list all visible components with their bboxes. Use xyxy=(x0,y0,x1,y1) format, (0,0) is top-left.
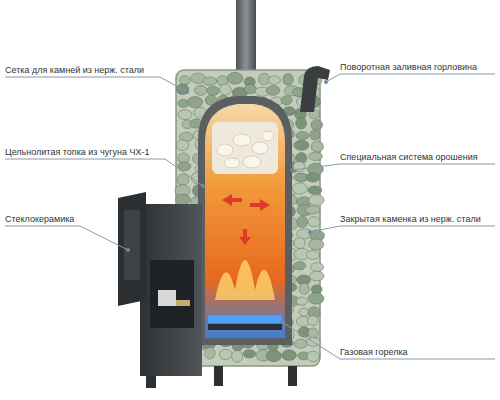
stone xyxy=(296,297,307,305)
stone xyxy=(307,316,318,326)
stone xyxy=(310,130,320,140)
part-label: Закрытая каменка из нерж. стали xyxy=(340,214,481,225)
stone xyxy=(268,76,280,85)
part-label: Цельнолитая топка из чугуна ЧХ-1 xyxy=(5,147,149,158)
glass-ceramic xyxy=(124,210,140,280)
stone xyxy=(305,206,320,214)
part-label: Сетка для камней из нерж. стали xyxy=(5,65,144,76)
inner-chamber xyxy=(212,122,278,174)
stone xyxy=(188,96,203,107)
stone xyxy=(309,195,325,206)
stone xyxy=(232,350,243,362)
stone xyxy=(220,84,232,95)
stone xyxy=(266,350,281,361)
stone xyxy=(294,238,305,249)
stone xyxy=(266,86,280,96)
gas-pipe xyxy=(176,300,190,306)
stone xyxy=(308,328,319,339)
stone xyxy=(219,349,232,359)
stone xyxy=(178,110,192,120)
stone xyxy=(205,347,215,359)
leg xyxy=(288,366,297,386)
stone xyxy=(294,262,306,270)
part-label: Стеклокерамика xyxy=(5,214,74,225)
stone xyxy=(259,73,270,85)
stone xyxy=(308,186,322,194)
burner-flame xyxy=(208,315,282,323)
stone xyxy=(296,131,309,139)
part-label: Специальная система орошения xyxy=(340,152,478,163)
burner xyxy=(208,324,282,330)
stone xyxy=(299,283,309,294)
stone xyxy=(203,77,217,85)
part-label: Газовая горелка xyxy=(340,347,408,358)
heat-arrows xyxy=(222,194,270,245)
flame xyxy=(215,260,275,300)
stone xyxy=(194,85,207,95)
leader-dots xyxy=(126,80,328,324)
stone xyxy=(308,293,324,304)
stone xyxy=(227,72,243,84)
stone xyxy=(306,250,319,259)
stone xyxy=(297,216,308,227)
stone xyxy=(309,152,323,160)
inner-stones xyxy=(217,131,274,168)
firebox-wall xyxy=(198,96,292,345)
gas-valve xyxy=(158,290,176,306)
stone xyxy=(311,120,323,130)
stone xyxy=(281,96,292,105)
firebox-flame xyxy=(205,104,285,338)
stone xyxy=(207,86,220,95)
door-leaf xyxy=(118,192,146,306)
stone xyxy=(311,263,324,272)
stone xyxy=(306,173,320,182)
leg xyxy=(214,366,223,386)
stone xyxy=(309,239,324,250)
stone xyxy=(283,74,293,86)
stone xyxy=(308,217,320,227)
stone xyxy=(307,351,319,362)
leg xyxy=(146,376,156,388)
stone xyxy=(292,183,307,194)
stone xyxy=(177,174,189,185)
stone xyxy=(294,140,309,150)
pour-nozzle xyxy=(300,66,330,112)
stone xyxy=(309,271,324,281)
stone xyxy=(244,84,256,93)
stone xyxy=(294,339,307,348)
stone xyxy=(180,76,191,85)
stone xyxy=(282,350,297,361)
stone xyxy=(243,350,255,358)
part-label: Поворотная заливная горловина xyxy=(340,62,477,73)
stone xyxy=(311,141,323,152)
door-opening xyxy=(150,260,194,328)
stone xyxy=(176,194,191,205)
firebox-front xyxy=(140,204,202,376)
stone xyxy=(178,99,189,107)
leader-lines xyxy=(5,74,495,359)
stone xyxy=(296,117,307,129)
stone xyxy=(176,140,189,151)
